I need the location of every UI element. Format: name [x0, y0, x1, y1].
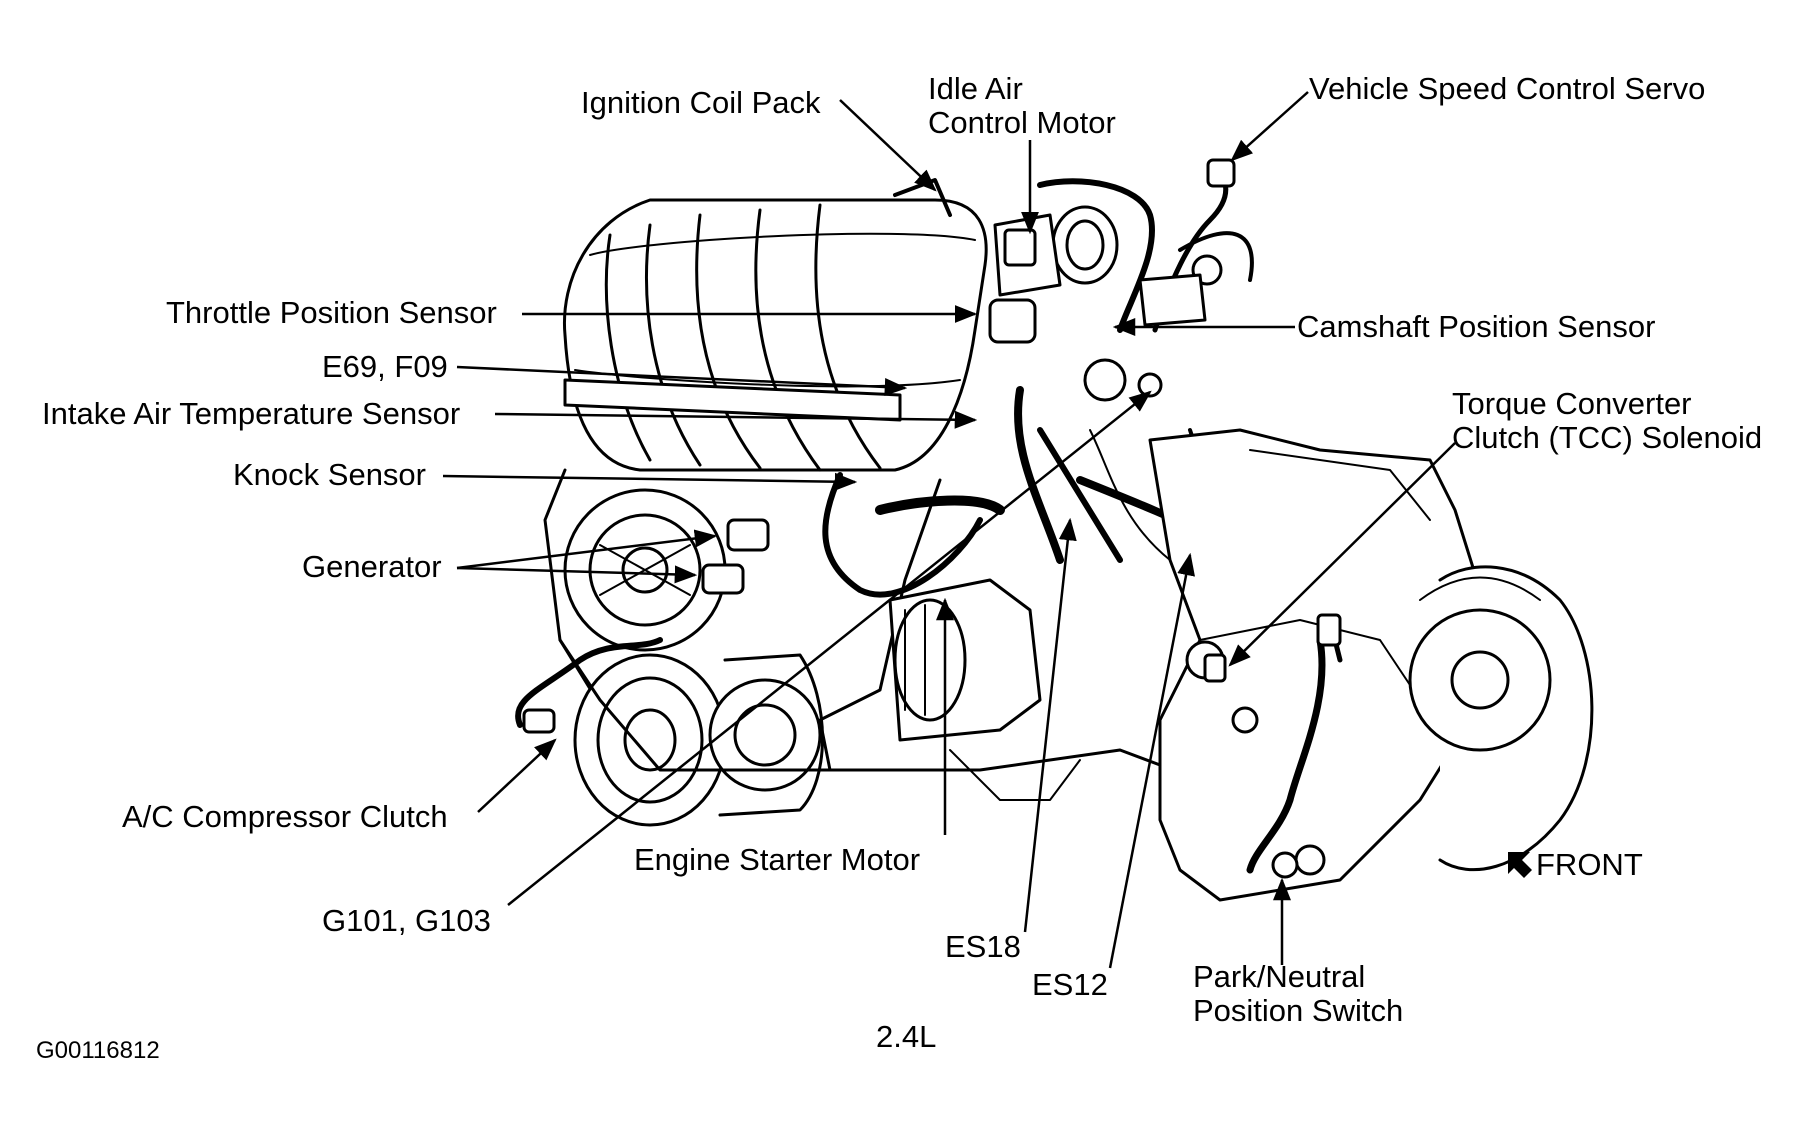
label-idle-air-line2: Control Motor [928, 105, 1116, 140]
leader-g101-g103 [507, 390, 1152, 906]
label-camshaft-position-sensor: Camshaft Position Sensor [1297, 309, 1656, 344]
label-engine-size: 2.4L [876, 1019, 937, 1054]
label-torque-converter-line1: Torque Converter [1452, 386, 1692, 421]
leader-ac-compressor-clutch [477, 738, 557, 813]
label-es12: ES12 [1032, 967, 1108, 1002]
label-intake-air-temp-sensor: Intake Air Temperature Sensor [42, 396, 461, 431]
leader-es12 [1108, 552, 1195, 969]
label-e69-f09: E69, F09 [322, 349, 448, 384]
label-idle-air-line1: Idle Air [928, 71, 1023, 106]
label-knock-sensor: Knock Sensor [233, 457, 426, 492]
label-vehicle-speed-servo: Vehicle Speed Control Servo [1309, 71, 1706, 106]
label-front: FRONT [1536, 847, 1643, 882]
leader-ignition-coil-pack [839, 99, 937, 192]
leader-vehicle-speed-servo [1230, 91, 1309, 162]
leader-lines [442, 91, 1456, 969]
label-park-neutral-line1: Park/Neutral [1193, 959, 1366, 994]
label-es18: ES18 [945, 929, 1021, 964]
label-torque-converter-line2: Clutch (TCC) Solenoid [1452, 420, 1763, 455]
label-park-neutral-line2: Position Switch [1193, 993, 1404, 1028]
label-generator: Generator [302, 549, 442, 584]
leader-e69-f09 [456, 365, 908, 397]
leader-generator-1 [456, 529, 718, 570]
leader-generator-2 [456, 565, 698, 584]
engine-drawing [515, 158, 1594, 902]
leader-es18 [1023, 517, 1077, 933]
label-ignition-coil-pack: Ignition Coil Pack [581, 85, 821, 120]
label-throttle-position-sensor: Throttle Position Sensor [166, 295, 497, 330]
label-engine-starter-motor: Engine Starter Motor [634, 842, 921, 877]
leader-tcc-solenoid [1228, 442, 1456, 667]
leader-intake-air-temp-sensor [494, 410, 978, 429]
leader-knock-sensor [442, 472, 858, 491]
label-figure-id: G00116812 [36, 1037, 160, 1064]
front-direction-icon [1508, 852, 1532, 878]
label-g101-g103: G101, G103 [322, 903, 491, 938]
label-ac-compressor-clutch: A/C Compressor Clutch [122, 799, 448, 834]
